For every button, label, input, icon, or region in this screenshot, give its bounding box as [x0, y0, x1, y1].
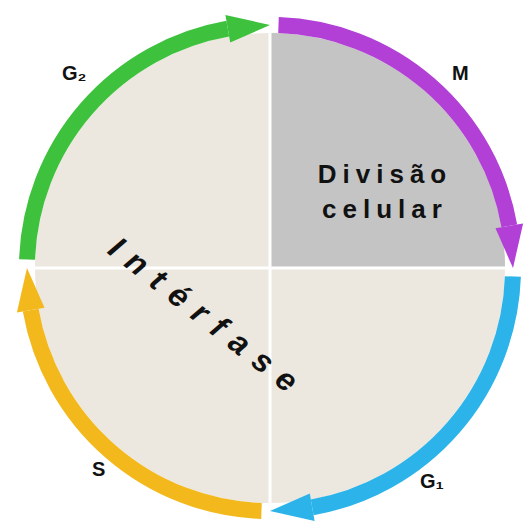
phase-arc [312, 277, 513, 508]
divider [32, 267, 508, 270]
phase-label: G₂ [62, 62, 86, 85]
phase-label: S [92, 458, 105, 481]
arrow-head [496, 223, 524, 268]
arrow-head [17, 268, 45, 313]
arrow-head [270, 494, 315, 522]
phase-arc [27, 29, 228, 260]
division-quadrant [270, 33, 505, 268]
phase-label: G₁ [420, 470, 444, 493]
division-region: Divisão celular [275, 157, 495, 227]
region-title: Divisão celular [275, 157, 495, 227]
arrow-head [225, 15, 270, 43]
phase-label: M [452, 62, 469, 85]
